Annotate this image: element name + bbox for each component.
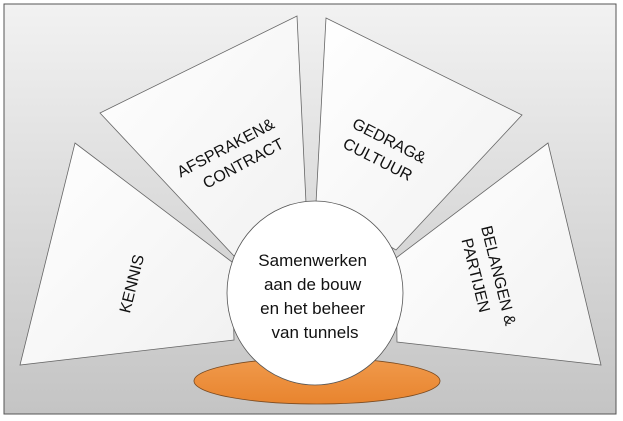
- segment-gedrag-cultuur: [315, 17, 523, 251]
- segment-kennis: [19, 142, 235, 366]
- center-circle: [226, 200, 404, 386]
- center-text: Samenwerken aan de bouw en het beheer va…: [258, 251, 371, 342]
- segment-belangen-partijen: [395, 142, 602, 366]
